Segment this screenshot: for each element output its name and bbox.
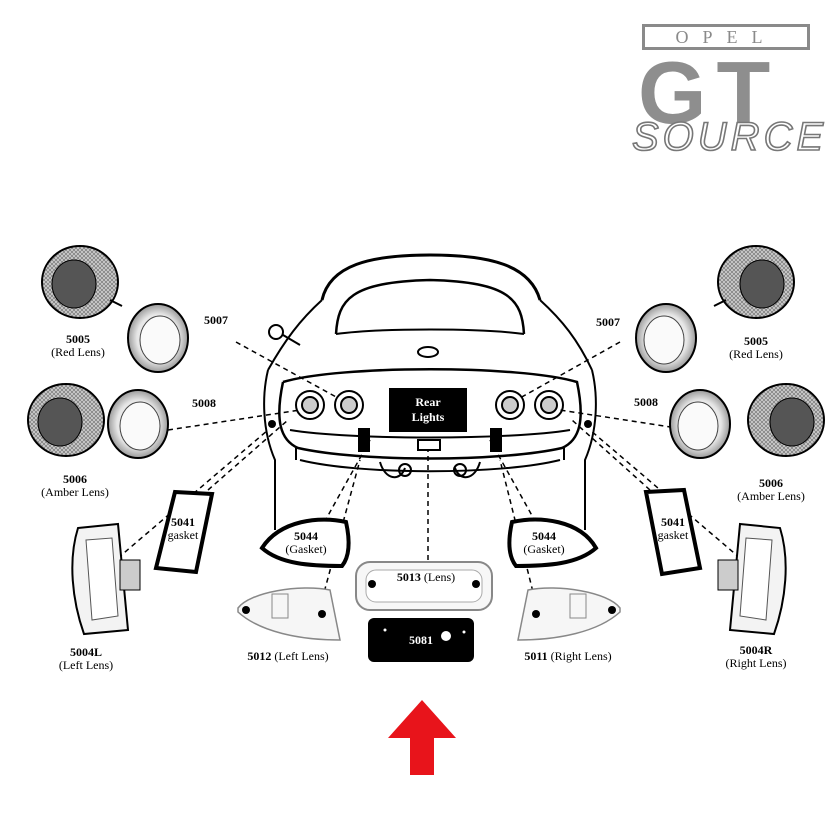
label-5044-right: 5044 (Gasket) [514,530,574,556]
part-desc: gasket [167,528,199,542]
label-5011: 5011 (Right Lens) [514,650,622,663]
lens-5008-right [669,389,731,459]
car-tail-lights [295,390,564,420]
part-number: 5007 [596,315,620,329]
part-desc: (Right Lens) [725,656,787,670]
label-5004L: 5004L (Left Lens) [46,646,126,672]
part-desc: (Left Lens) [58,658,114,672]
rear-lights-line1: Rear [415,395,441,409]
part-desc: (Lens) [423,570,456,584]
part-desc: (Gasket) [523,542,565,556]
plate-5081 [368,618,474,662]
label-5013: 5013 (Lens) [376,571,476,584]
part-number: 5005 [744,334,768,348]
housing-5006-left [27,383,105,457]
part-number: 5004L [69,645,102,659]
part-desc: (Gasket) [285,542,327,556]
part-number: 5012 [247,649,272,663]
part-number: 5008 [192,396,216,410]
housing-5006-right [747,383,825,457]
label-5005-right: 5005 (Red Lens) [716,335,796,361]
label-5041-right: 5041 gasket [648,516,698,542]
label-5005-left: 5005 (Red Lens) [38,333,118,359]
lamp-5004L [71,522,141,636]
gasket-5044-left [259,517,351,569]
part-number: 5044 [532,529,556,543]
part-number: 5041 [171,515,195,529]
logo-brand: OPEL [642,24,810,50]
part-number: 5004R [739,643,773,657]
part-number: 5007 [204,313,228,327]
opel-gt-source-logo: OPEL GT SOURCE [630,18,824,159]
part-number: 5041 [661,515,685,529]
part-desc: (Amber Lens) [41,485,109,499]
part-number: 5008 [634,395,658,409]
label-5012: 5012 (Left Lens) [236,650,340,663]
lens-5008-left [107,389,169,459]
part-number: 5006 [759,476,783,490]
lens-5007-right [635,303,697,373]
gasket-5041-right [643,487,703,577]
lens-5012-left [237,587,341,641]
part-desc: (Red Lens) [729,347,783,361]
part-number: 5013 [396,570,421,584]
label-5008-left: 5008 [184,397,224,410]
part-number: 5006 [63,472,87,486]
red-arrow-icon [388,700,456,775]
part-desc: gasket [657,528,689,542]
part-desc: (Left Lens) [274,649,329,663]
part-number: 5005 [66,332,90,346]
lens-5013-center [355,561,493,611]
label-5007-left: 5007 [196,314,236,327]
part-number: 5011 [524,649,548,663]
label-5081: 5081 [396,634,446,647]
rear-lights-line2: Lights [411,410,445,424]
rear-lights-label: Rear Lights [389,395,467,425]
lens-5007-left [127,303,189,373]
label-5004R: 5004R (Right Lens) [716,644,796,670]
label-5006-right: 5006 (Amber Lens) [726,477,816,503]
label-5006-left: 5006 (Amber Lens) [30,473,120,499]
part-desc: (Red Lens) [51,345,105,359]
housing-5005-right [713,245,795,319]
lens-5011-right [517,587,621,641]
part-desc: (Right Lens) [550,649,612,663]
label-5044-left: 5044 (Gasket) [276,530,336,556]
part-number: 5081 [409,633,433,647]
lamp-5004R [717,522,787,636]
car-rear [263,253,597,530]
logo-model: GT [638,43,781,142]
housing-5005-left [41,245,123,319]
label-5008-right: 5008 [626,396,666,409]
gasket-5044-right [507,517,599,569]
label-5007-right: 5007 [588,316,628,329]
logo-wordmark: SOURCE [631,115,828,159]
label-5041-left: 5041 gasket [158,516,208,542]
rear-lights-box [389,388,467,432]
part-number: 5044 [294,529,318,543]
part-desc: (Amber Lens) [737,489,805,503]
gasket-5041-left [153,489,215,575]
